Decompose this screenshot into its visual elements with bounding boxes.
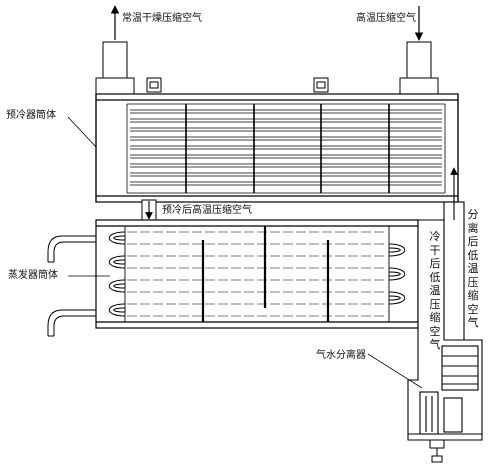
right-u-bend-coils <box>388 243 406 305</box>
precooled-air-label: 预冷后高温压缩空气 <box>162 205 252 216</box>
water-separator <box>407 219 483 441</box>
refrigerant-pipe-lower <box>47 309 96 337</box>
outlet-air-label: 常温干燥压缩空气 <box>122 13 202 24</box>
separated-air-label: 分离后低温压缩空气 <box>467 208 479 329</box>
precooler-shell <box>95 93 459 203</box>
cooled-air-label: 冷干后低温压缩空气 <box>429 230 441 351</box>
outlet-riser-duct <box>443 201 465 343</box>
top-valve-left <box>146 77 162 93</box>
precooler-shell-label: 预冷器筒体 <box>6 110 56 121</box>
top-valve-right <box>313 77 329 93</box>
evaporator-shell <box>95 219 419 329</box>
drain-valve <box>429 439 445 463</box>
evaporator-baffles <box>201 226 330 322</box>
leader-lines <box>67 116 423 389</box>
inlet-nozzle <box>399 41 439 95</box>
left-u-bend-coils <box>108 231 126 317</box>
refrigerant-pipe-upper <box>47 235 96 263</box>
inlet-air-label: 高温压缩空气 <box>356 13 416 24</box>
evaporator-shell-label: 蒸发器筒体 <box>8 270 58 281</box>
separator-label: 气水分离器 <box>316 350 366 361</box>
outlet-nozzle <box>95 41 135 95</box>
evaporator-tube-bundle <box>127 231 387 317</box>
precooler-tube-bundle <box>126 103 446 194</box>
